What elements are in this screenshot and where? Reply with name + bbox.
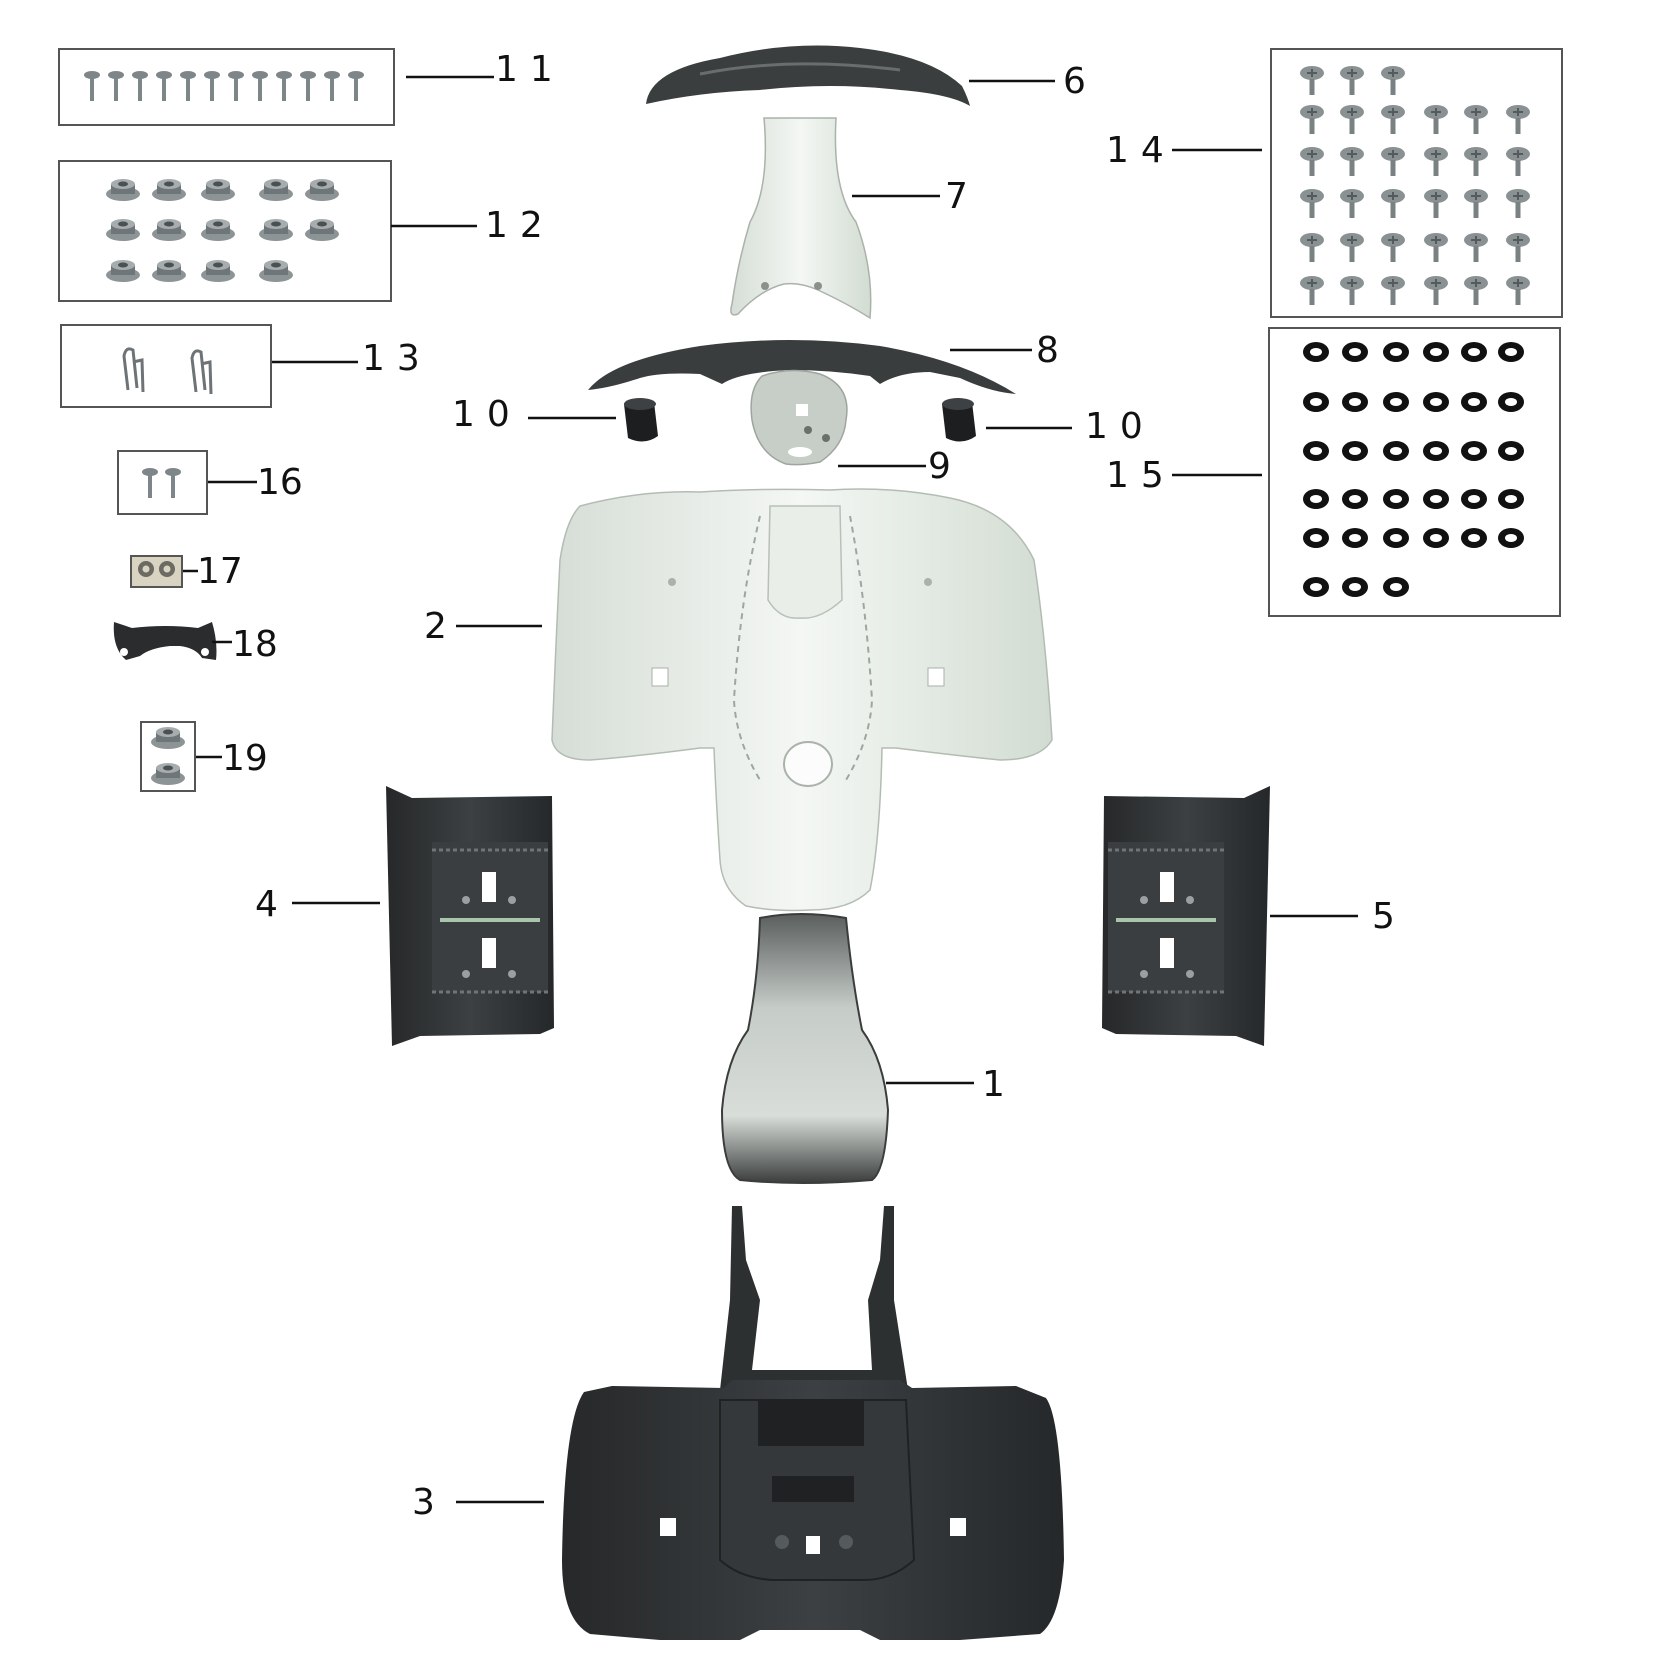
part-17-grommets-group <box>130 555 183 588</box>
part-11-screws-group <box>58 48 395 126</box>
callout-15: 15 <box>1106 455 1176 496</box>
part-18-bracket <box>113 622 217 660</box>
part-13-box <box>60 324 272 408</box>
part-2-front-fender <box>551 488 1053 912</box>
part-7-front-panel <box>730 117 872 320</box>
callout-11: 11 <box>495 49 565 90</box>
part-1-seat <box>720 913 890 1184</box>
part-16-screws-group <box>117 450 208 515</box>
bolt-icon <box>1299 65 1531 306</box>
callout-13: 13 <box>362 338 432 379</box>
part-4-left-footrest <box>386 786 554 1046</box>
callout-4: 4 <box>255 884 278 925</box>
part-15-washers-group <box>1268 327 1561 617</box>
flange-nut-icon <box>106 179 339 282</box>
part-11-box <box>58 48 395 126</box>
part-19-box <box>140 721 196 792</box>
callout-7: 7 <box>945 176 968 217</box>
part-3-rear-fender <box>562 1206 1064 1640</box>
part-19-nuts-group <box>140 721 196 792</box>
part-15-box <box>1268 327 1561 617</box>
part-8-front-bumper <box>588 340 1016 394</box>
callout-12: 12 <box>485 205 555 246</box>
callout-3: 3 <box>412 1482 435 1523</box>
flange-nut-icon <box>151 727 185 785</box>
part-12-nuts-group <box>58 160 392 302</box>
part-9-headlight-cover <box>750 369 848 466</box>
part-12-box <box>58 160 392 302</box>
callout-5: 5 <box>1372 896 1395 937</box>
callout-6: 6 <box>1063 61 1086 102</box>
part-10-right-bracket <box>942 398 976 442</box>
callout-1: 1 <box>982 1064 1005 1105</box>
callout-10-right: 10 <box>1085 406 1155 447</box>
callout-16: 16 <box>257 462 303 503</box>
callout-18: 18 <box>232 624 278 665</box>
part-6-front-grille <box>646 45 970 106</box>
callout-2: 2 <box>424 606 447 647</box>
part-10-left-bracket <box>624 398 658 442</box>
callout-19: 19 <box>222 738 268 779</box>
part-13-clips-group <box>60 324 272 408</box>
part-14-box <box>1270 48 1563 318</box>
washer-icon <box>1303 342 1524 597</box>
callout-10-left: 10 <box>452 394 522 435</box>
part-14-bolts-group <box>1270 48 1563 318</box>
part-5-right-footrest <box>1102 786 1270 1046</box>
part-16-box <box>117 450 208 515</box>
callout-9: 9 <box>928 446 951 487</box>
callout-8: 8 <box>1036 330 1059 371</box>
callout-14: 14 <box>1106 130 1176 171</box>
callout-17: 17 <box>197 551 243 592</box>
screw-icon <box>84 71 364 101</box>
screw-icon <box>142 468 181 498</box>
spring-clip-icon <box>122 347 213 395</box>
